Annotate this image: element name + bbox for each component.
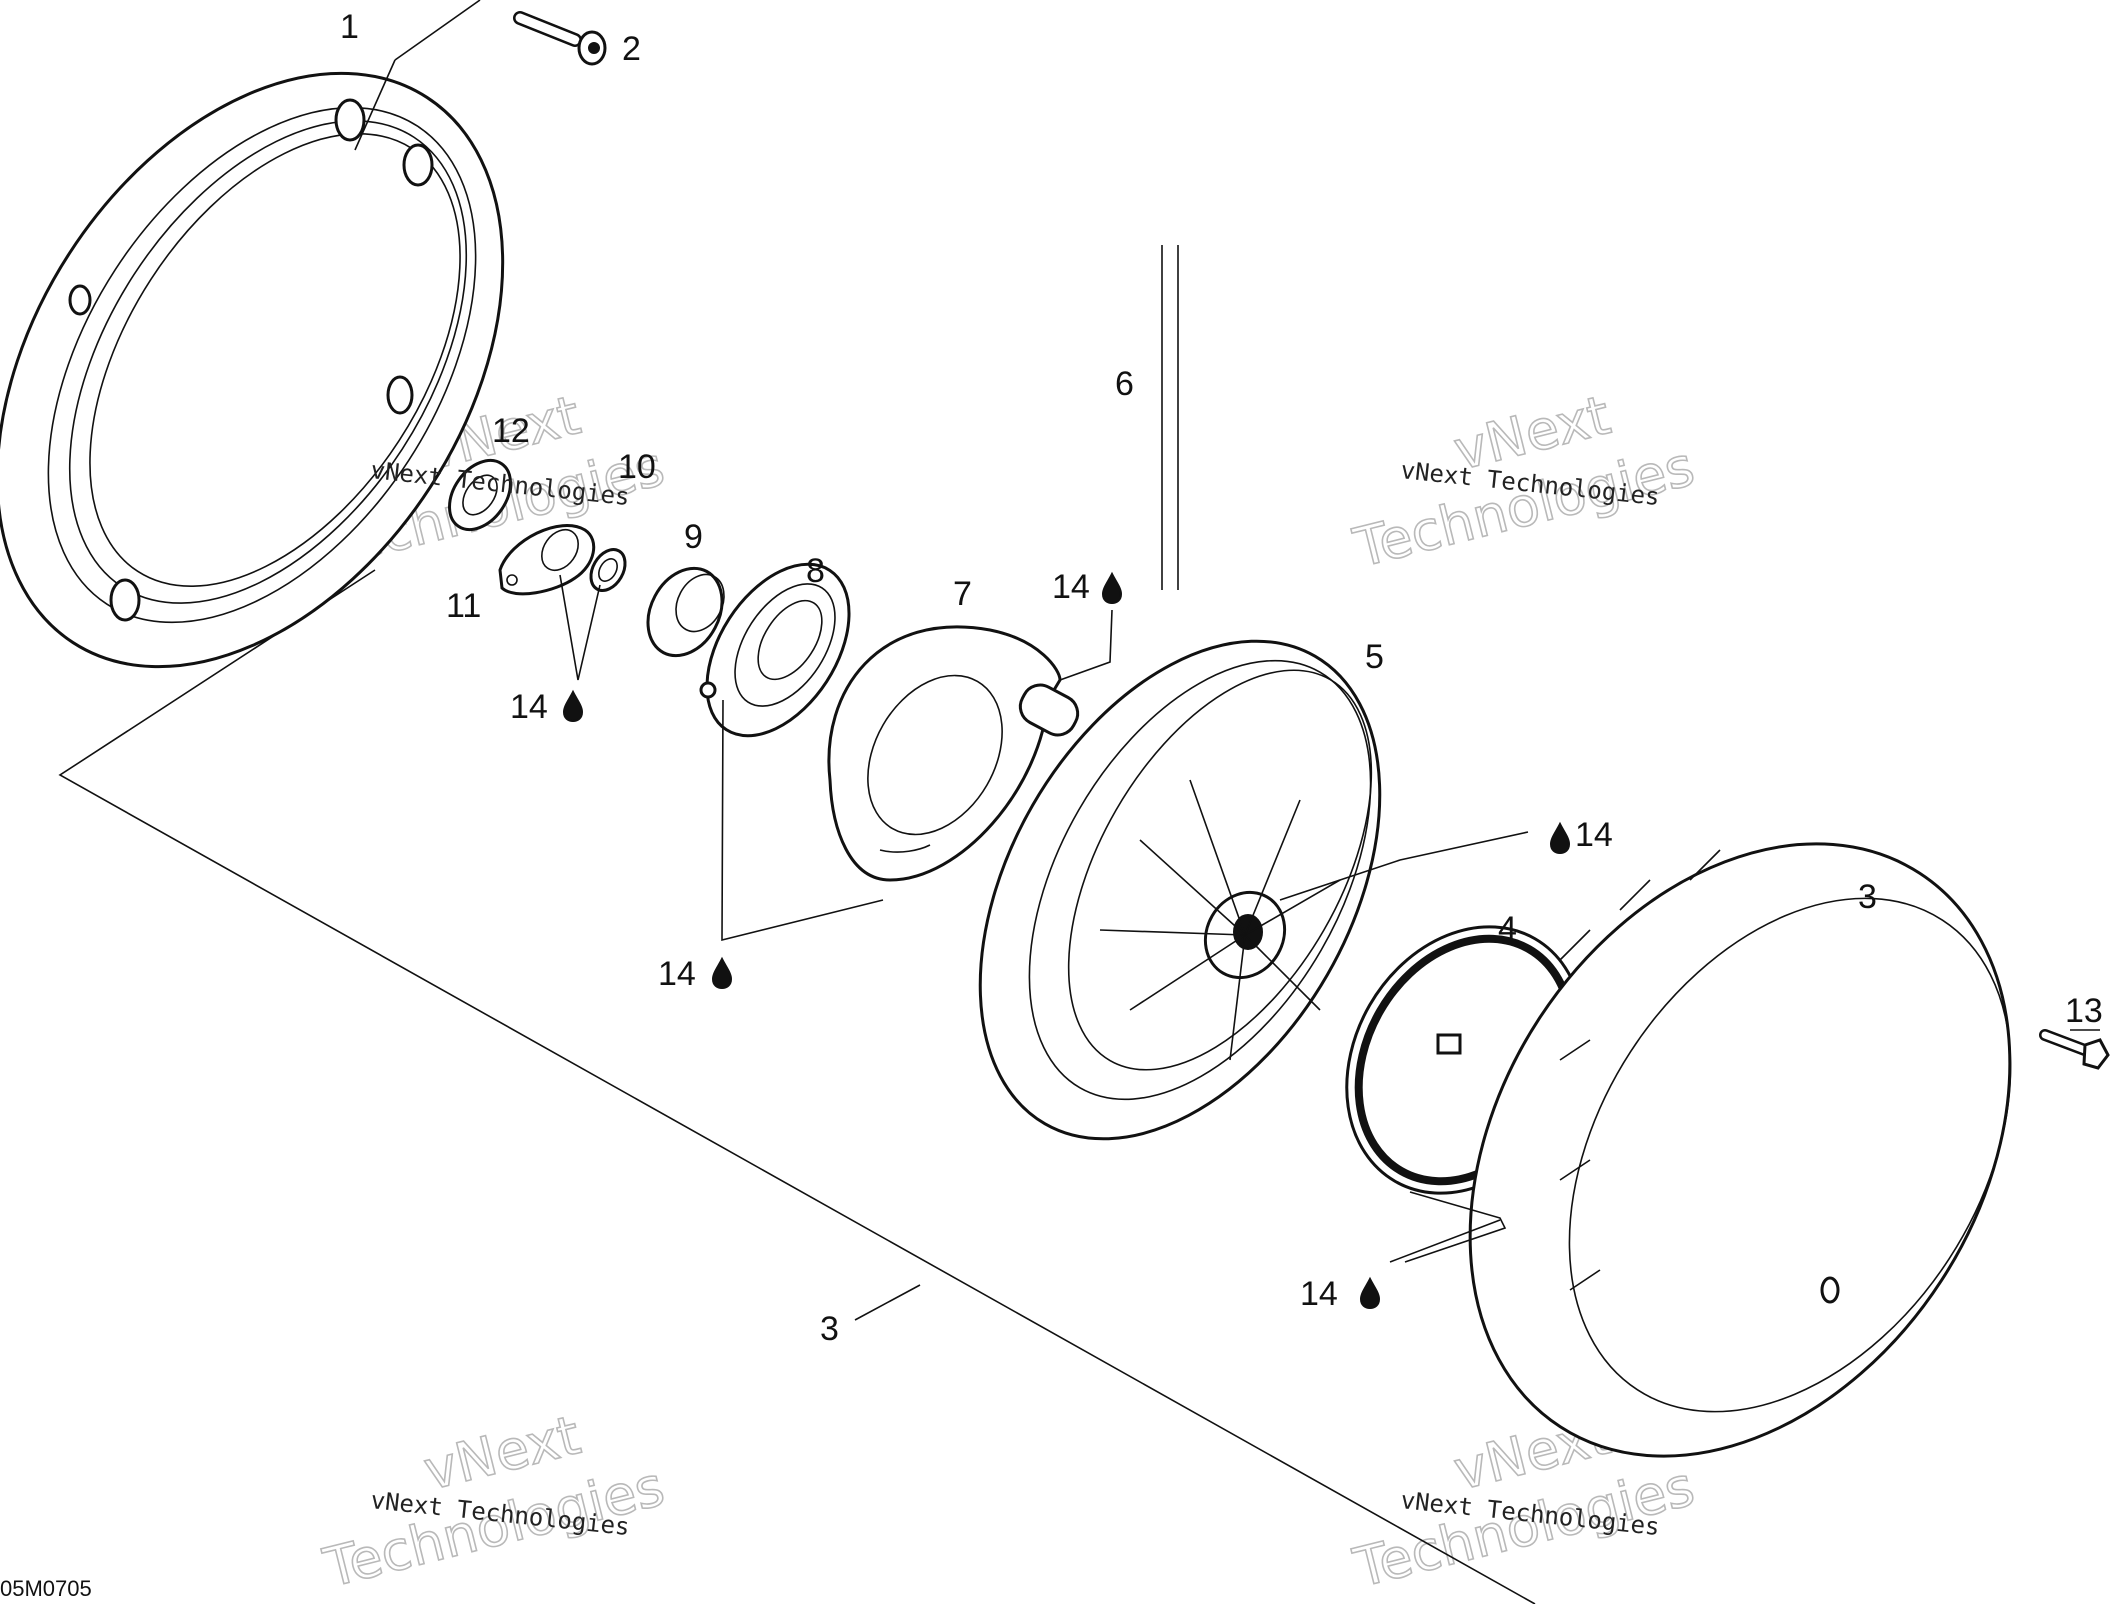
part-cam	[827, 625, 1080, 882]
callout-8: 8	[806, 552, 825, 590]
callout-4: 4	[1498, 910, 1517, 948]
callout-3-cover: 3	[1858, 878, 1877, 916]
part-housing	[0, 0, 505, 669]
callout-10: 10	[618, 448, 656, 486]
part-small-seals	[448, 458, 627, 681]
callout-2: 2	[622, 30, 641, 68]
callout-14-cam: 14	[1052, 568, 1090, 606]
oil-drop-icon	[1102, 573, 1122, 604]
callout-11: 11	[446, 587, 481, 625]
callout-3-assembly: 3	[820, 1310, 839, 1348]
callout-5: 5	[1365, 638, 1384, 676]
callouts: 1 2 3 3 4 5 6 7 8 9 10 11 12 13 14 14 14…	[340, 8, 2103, 1348]
oil-drop-icon	[1360, 1278, 1380, 1309]
leader-lines	[721, 609, 2100, 1263]
part-bolt	[2039, 1029, 2110, 1070]
callout-1: 1	[340, 8, 359, 46]
callout-14-pulley: 14	[1575, 816, 1613, 854]
part-rope	[1161, 245, 1179, 590]
part-bushing	[646, 566, 725, 658]
oil-drop-icon	[1550, 823, 1570, 854]
callout-14-recoil-spring: 14	[1300, 1275, 1338, 1313]
callout-12: 12	[492, 412, 530, 450]
oil-drop-icon	[712, 958, 732, 989]
callout-7: 7	[953, 575, 972, 613]
oil-drop-icon	[563, 691, 583, 722]
callout-6: 6	[1115, 365, 1134, 403]
part-cover	[1468, 842, 2012, 1458]
part-spring-plate	[699, 562, 851, 738]
callout-13: 13	[2065, 992, 2103, 1030]
part-screw-top	[513, 11, 607, 66]
callout-9: 9	[684, 518, 703, 556]
part-pulley	[978, 639, 1382, 1141]
callout-14-seals: 14	[510, 688, 548, 726]
callout-14-spring-plate: 14	[658, 955, 696, 993]
figure-code: 05M0705	[0, 1576, 92, 1601]
